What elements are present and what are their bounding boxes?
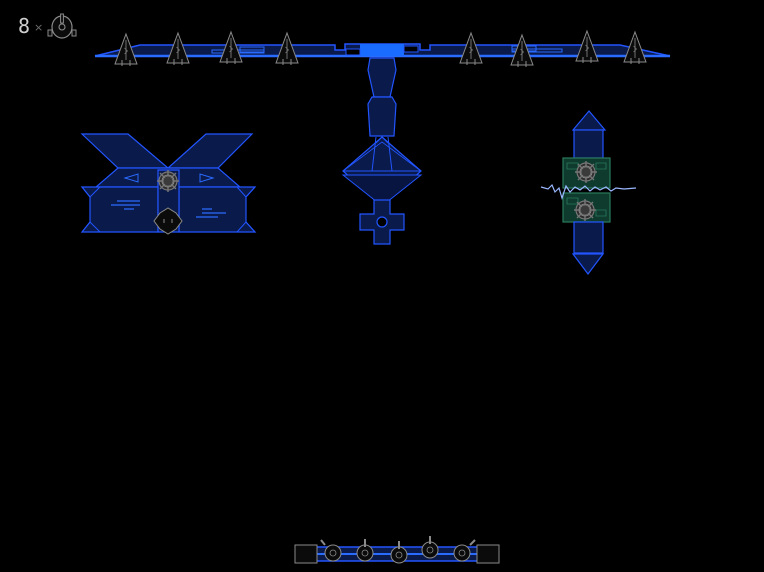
right-upper-wing xyxy=(166,133,254,169)
lives-count: 8 xyxy=(18,14,31,38)
fortress-hex-turret xyxy=(153,207,183,235)
winged-fortress xyxy=(80,133,257,235)
player-turret xyxy=(390,546,408,564)
tower-upper-segment xyxy=(367,57,397,98)
pod-upper-gear xyxy=(574,160,598,184)
pod-lower-tip xyxy=(571,253,605,275)
player-right-block xyxy=(476,544,500,564)
pod-upper-tip xyxy=(571,110,607,131)
player-turret xyxy=(324,544,342,562)
player-turret xyxy=(421,541,439,559)
left-upper-wing xyxy=(80,133,170,169)
player-turret xyxy=(356,544,374,562)
pod-upper-body xyxy=(573,129,604,159)
pod-lower-gear xyxy=(573,198,597,222)
electric-beam xyxy=(540,183,637,200)
player-turret xyxy=(453,544,471,562)
lives-multiplier: × xyxy=(34,20,44,34)
top-station-core xyxy=(360,44,404,56)
player-ship xyxy=(294,536,500,564)
twin-pod-generator xyxy=(540,110,637,275)
fortress-gear xyxy=(156,169,180,193)
tower-port xyxy=(376,216,388,228)
lives-hud: 8 × xyxy=(18,10,77,42)
tower-mid-segment xyxy=(367,96,397,137)
cross-tower xyxy=(341,57,423,245)
player-ship-icon xyxy=(47,13,77,39)
pod-lower-body xyxy=(573,221,604,254)
player-left-block xyxy=(294,544,318,564)
